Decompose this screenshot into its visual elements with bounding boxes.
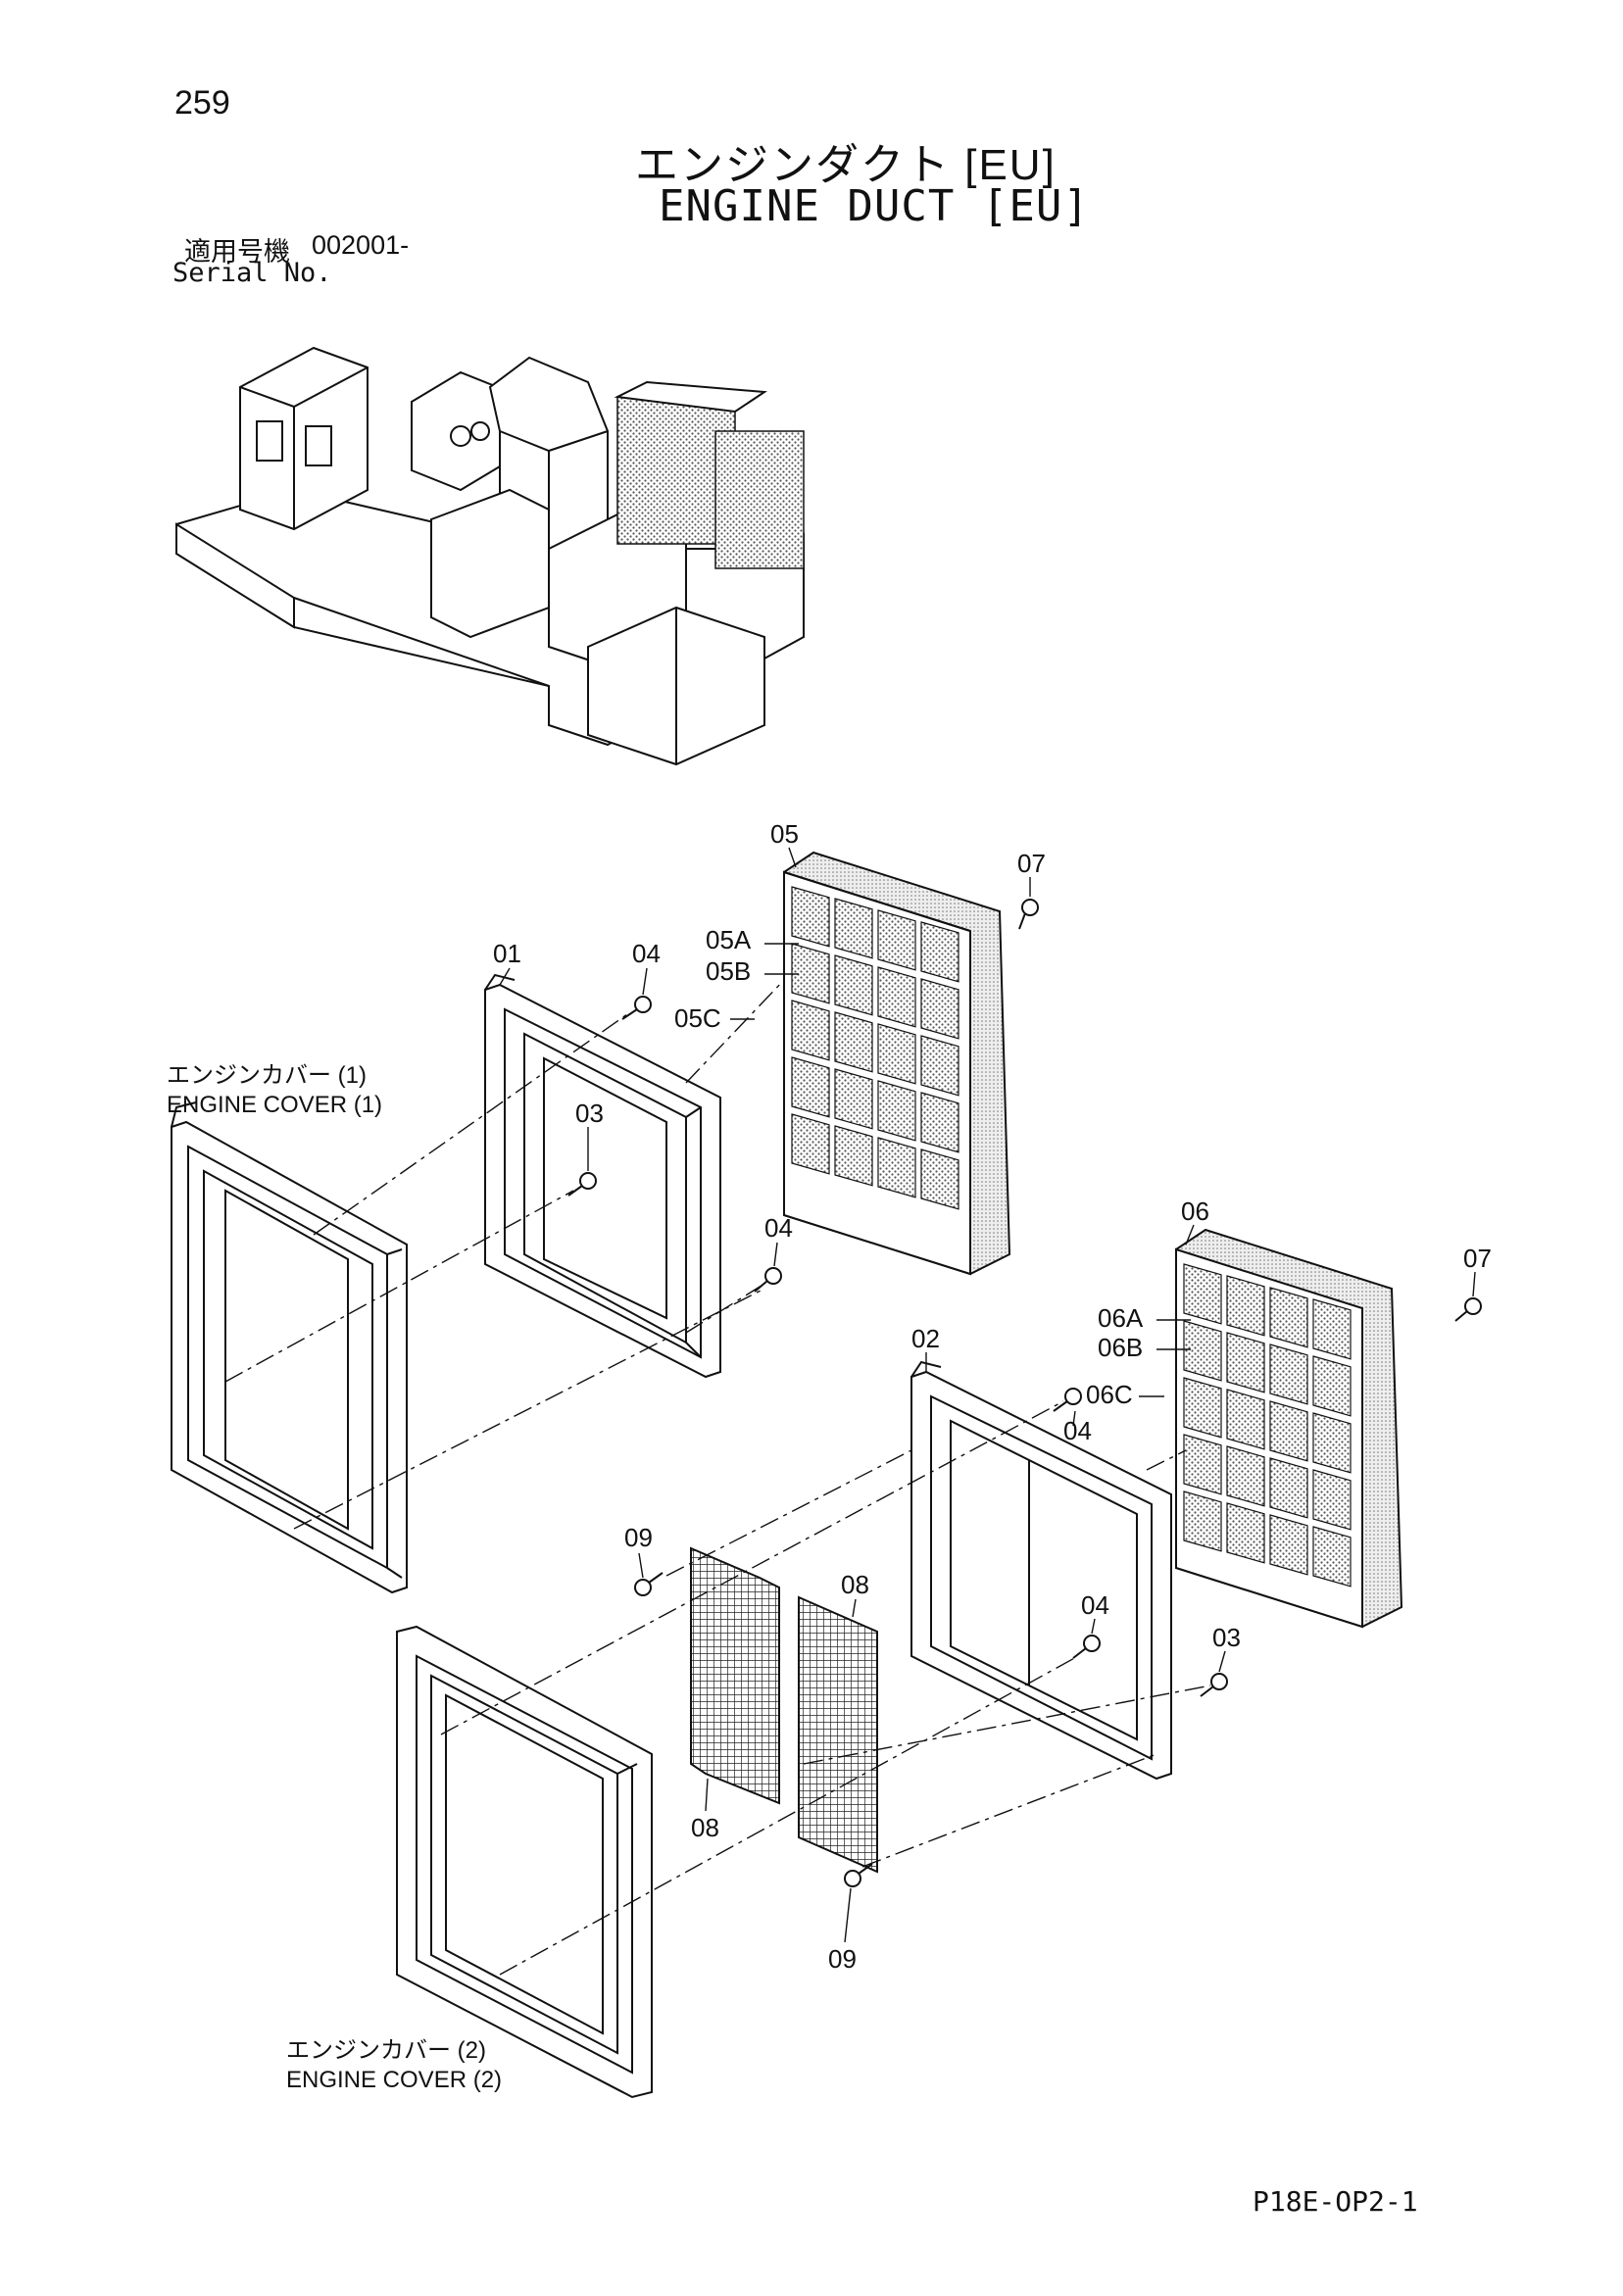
callout-05: 05	[770, 819, 799, 849]
engine-cover-2-part	[396, 1625, 653, 2099]
bolt-03a	[567, 1172, 597, 1197]
bolt-03b	[1200, 1673, 1228, 1697]
filter-cell	[1183, 1377, 1222, 1439]
callout-06c: 06C	[1086, 1380, 1133, 1409]
serial-number-value: 002001-	[312, 230, 410, 260]
filter-cell	[1269, 1400, 1308, 1462]
callout-02: 02	[911, 1324, 940, 1353]
serial-label-english: Serial No.	[172, 258, 332, 288]
filter-cell	[1312, 1469, 1352, 1531]
filter-cell	[1269, 1514, 1308, 1576]
engine-cover-1-label-jp: エンジンカバー (1)	[167, 1062, 367, 1089]
filter-cell	[1226, 1389, 1265, 1450]
filter-cell	[920, 921, 959, 983]
callout-09a: 09	[624, 1523, 653, 1552]
filter-cell	[877, 909, 916, 971]
callout-09b: 09	[828, 1944, 857, 1974]
callout-06: 06	[1181, 1197, 1209, 1226]
machine-overview-illustration	[175, 346, 805, 766]
leader-lines	[499, 847, 1476, 1943]
bolts	[567, 899, 1482, 1887]
callout-05c: 05C	[674, 1003, 721, 1033]
bolt-07b	[1454, 1297, 1482, 1322]
filter-cell	[1269, 1343, 1308, 1405]
filter-cell	[1183, 1434, 1222, 1495]
filter-cell	[791, 943, 830, 1004]
callout-06b: 06B	[1098, 1333, 1143, 1362]
assembly-lines	[224, 979, 1211, 1976]
filter-cell	[1269, 1287, 1308, 1348]
callout-08a: 08	[841, 1570, 869, 1599]
filter-cell	[920, 978, 959, 1040]
filter-cell	[920, 1035, 959, 1097]
filter-cell	[834, 1011, 873, 1073]
filter-cell	[791, 886, 830, 948]
callout-04b: 04	[764, 1213, 793, 1243]
filter-cell	[877, 1023, 916, 1085]
page-title-japanese: エンジンダクト [EU]	[635, 141, 1057, 189]
bolt-09a	[634, 1572, 664, 1596]
filter-cell	[1183, 1263, 1222, 1325]
bolt-09b	[844, 1863, 873, 1887]
callout-06a: 06A	[1098, 1303, 1144, 1333]
callout-labels: 05 07 05A 05B 05C 01 04 03 04 06 07 06A …	[493, 819, 1492, 1974]
filter-cell	[1183, 1320, 1222, 1382]
callout-03b: 03	[1212, 1623, 1241, 1652]
filter-cell	[1269, 1457, 1308, 1519]
filter-cell	[877, 1080, 916, 1142]
callout-04c: 04	[1063, 1416, 1092, 1445]
filter-cell	[1226, 1445, 1265, 1507]
filter-cell	[877, 1137, 916, 1198]
duct-box-06-part	[1175, 1228, 1403, 1629]
filter-cell	[834, 1068, 873, 1130]
bolt-04d	[1072, 1635, 1101, 1659]
duct-frame-01-part	[484, 973, 721, 1379]
filter-cell	[834, 954, 873, 1016]
page-title-english: ENGINE DUCT [EU]	[659, 181, 1090, 231]
callout-05a: 05A	[706, 925, 752, 954]
filter-cell	[920, 1148, 959, 1210]
filter-cell	[920, 1092, 959, 1153]
filter-cell	[791, 1113, 830, 1175]
callout-05b: 05B	[706, 956, 751, 986]
serial-label-japanese: 適用号機	[184, 237, 290, 267]
engine-cover-2-label-jp: エンジンカバー (2)	[286, 2037, 486, 2064]
filter-cell	[1183, 1490, 1222, 1552]
filter-cell	[1226, 1502, 1265, 1564]
filter-cell	[1312, 1298, 1352, 1360]
callout-07b: 07	[1463, 1244, 1492, 1273]
bolt-07a	[1018, 899, 1039, 930]
document-code: P18E-OP2-1	[1253, 2185, 1418, 2218]
filter-cell	[877, 966, 916, 1028]
duct-frame-02-part	[910, 1360, 1172, 1781]
engine-cover-1-label-en: ENGINE COVER (1)	[167, 1092, 382, 1118]
callout-04d: 04	[1081, 1590, 1109, 1620]
callout-03a: 03	[575, 1099, 604, 1128]
page-number: 259	[174, 84, 230, 122]
filter-cell	[834, 898, 873, 959]
callout-07a: 07	[1017, 849, 1046, 878]
part-name-labels: エンジンカバー (1) ENGINE COVER (1) エンジンカバー (2)…	[167, 1062, 502, 2093]
filter-cell	[1312, 1412, 1352, 1474]
callout-01: 01	[493, 939, 521, 968]
callout-08b: 08	[691, 1813, 719, 1842]
bolt-04c	[1053, 1388, 1082, 1412]
filter-cell	[1312, 1526, 1352, 1588]
mesh-screen-08-part	[690, 1546, 878, 1874]
engine-cover-2-label-en: ENGINE COVER (2)	[286, 2067, 502, 2093]
filter-cell	[1226, 1275, 1265, 1337]
filter-cell	[791, 1000, 830, 1061]
callout-04a: 04	[632, 939, 661, 968]
duct-box-05-part	[783, 851, 1011, 1276]
bolt-04a	[621, 996, 652, 1020]
filter-cell	[791, 1056, 830, 1118]
filter-cell	[1312, 1355, 1352, 1417]
filter-cell	[834, 1125, 873, 1187]
filter-cell	[1226, 1332, 1265, 1393]
